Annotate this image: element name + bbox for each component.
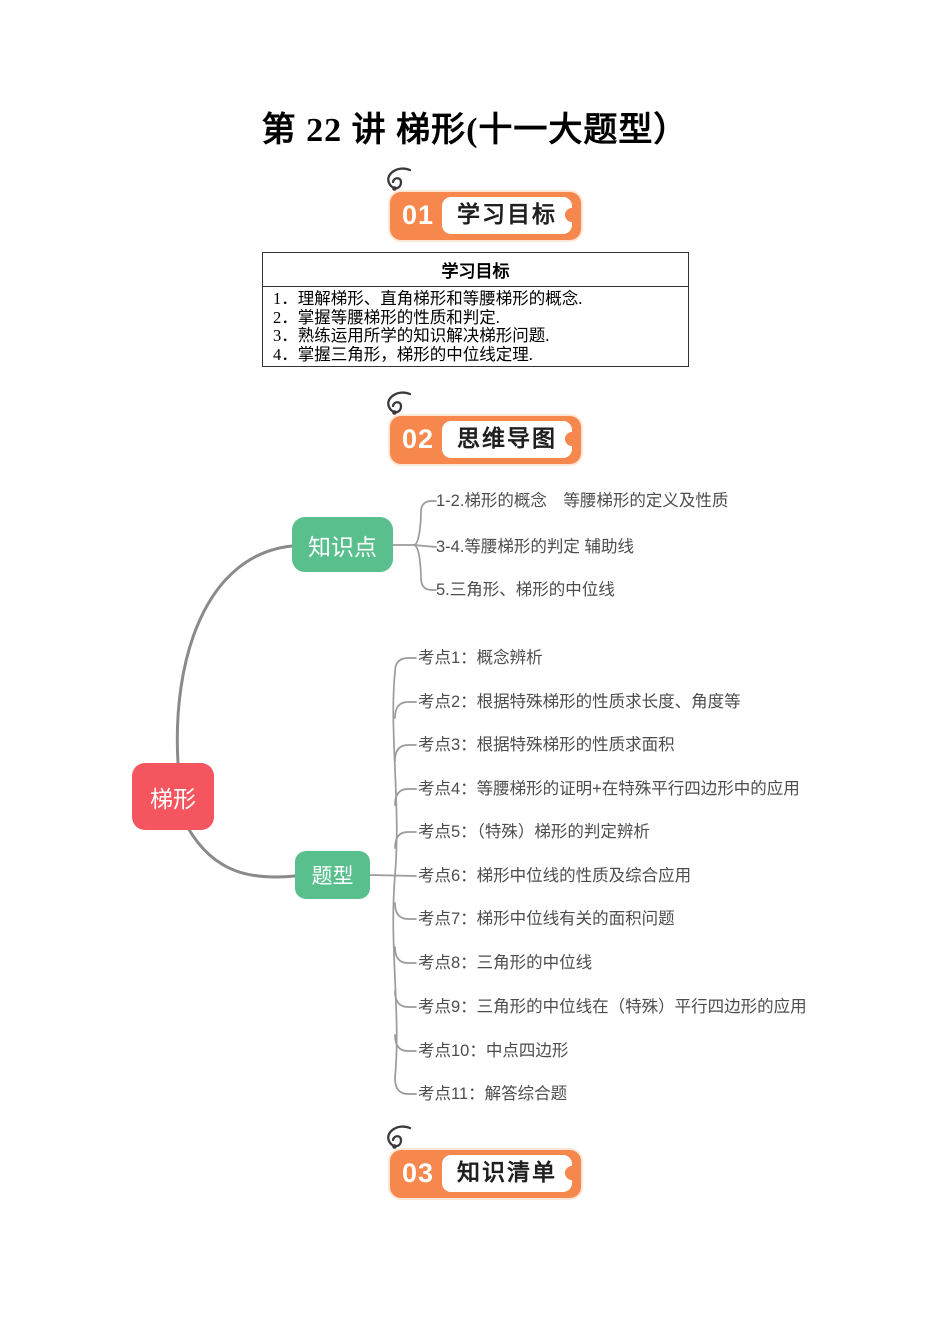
badge-number: 02 [402,423,435,454]
section-badge-learning-goals: 01 学习目标 [387,167,582,240]
badge-body: 01 学习目标 [390,192,582,240]
mindmap-leaf: 考点2：根据特殊梯形的性质求长度、角度等 [418,693,741,711]
squiggle-icon [387,167,412,191]
objective-item: 4．掌握三角形，梯形的中位线定理. [273,344,533,364]
badge-number: 01 [402,199,435,230]
objective-item: 1．理解梯形、直角梯形和等腰梯形的概念. [273,289,583,308]
objective-item: 2．掌握等腰梯形的性质和判定. [273,307,500,327]
mindmap-leaf: 1-2.梯形的概念 等腰梯形的定义及性质 [436,492,729,510]
mindmap-leaf: 考点7：梯形中位线有关的面积问题 [418,910,675,928]
mindmap-leaf: 考点1：概念辨析 [418,649,543,667]
squiggle-icon [387,1125,412,1149]
mindmap-leaf: 考点9：三角形的中位线在（特殊）平行四边形的应用 [418,998,807,1016]
badge-label: 学习目标 [457,201,558,227]
badge-pill: 学习目标 [442,197,580,234]
badge-body: 03 知识清单 [390,1150,582,1198]
mindmap-leaf: 考点4：等腰梯形的证明+在特殊平行四边形中的应用 [418,780,800,798]
mindmap-leaf: 考点10：中点四边形 [418,1042,569,1060]
mindmap-leaf: 考点6：梯形中位线的性质及综合应用 [418,867,692,885]
section-badge-mind-map: 02 思维导图 [387,391,582,464]
objective-item: 3．熟练运用所学的知识解决梯形问题. [273,326,550,345]
page-title: 第 22 讲 梯形(十一大题型） [261,112,689,149]
badge-pill: 知识清单 [442,1155,580,1192]
badge-notch [565,1166,580,1181]
badge-body: 02 思维导图 [390,416,582,464]
badge-pill: 思维导图 [442,421,580,458]
mindmap-leaf: 5.三角形、梯形的中位线 [436,581,615,599]
mindmap-branch-topics: 题型 [295,851,370,899]
mindmap-leaf: 考点11：解答综合题 [418,1085,568,1103]
badge-notch [565,208,580,223]
mindmap-branch-knowledge: 知识点 [292,517,393,572]
mindmap-leaf: 考点5：（特殊）梯形的判定辨析 [418,823,650,841]
mindmap-root-node: 梯形 [132,763,214,830]
badge-notch [565,432,580,447]
mindmap-leaf: 考点8：三角形的中位线 [418,954,593,972]
badge-label: 知识清单 [457,1159,558,1185]
mindmap-leaf: 3-4.等腰梯形的判定 辅助线 [436,538,635,556]
squiggle-icon [387,391,412,415]
mindmap-leaf: 考点3：根据特殊梯形的性质求面积 [418,736,675,754]
badge-label: 思维导图 [457,425,558,451]
objectives-table-header: 学习目标 [262,252,689,287]
badge-number: 03 [402,1157,435,1188]
objectives-table-body: 1．理解梯形、直角梯形和等腰梯形的概念. 2．掌握等腰梯形的性质和判定. 3．熟… [262,286,689,367]
objectives-table: 学习目标 1．理解梯形、直角梯形和等腰梯形的概念. 2．掌握等腰梯形的性质和判定… [262,252,689,367]
section-badge-knowledge-list: 03 知识清单 [387,1125,582,1198]
